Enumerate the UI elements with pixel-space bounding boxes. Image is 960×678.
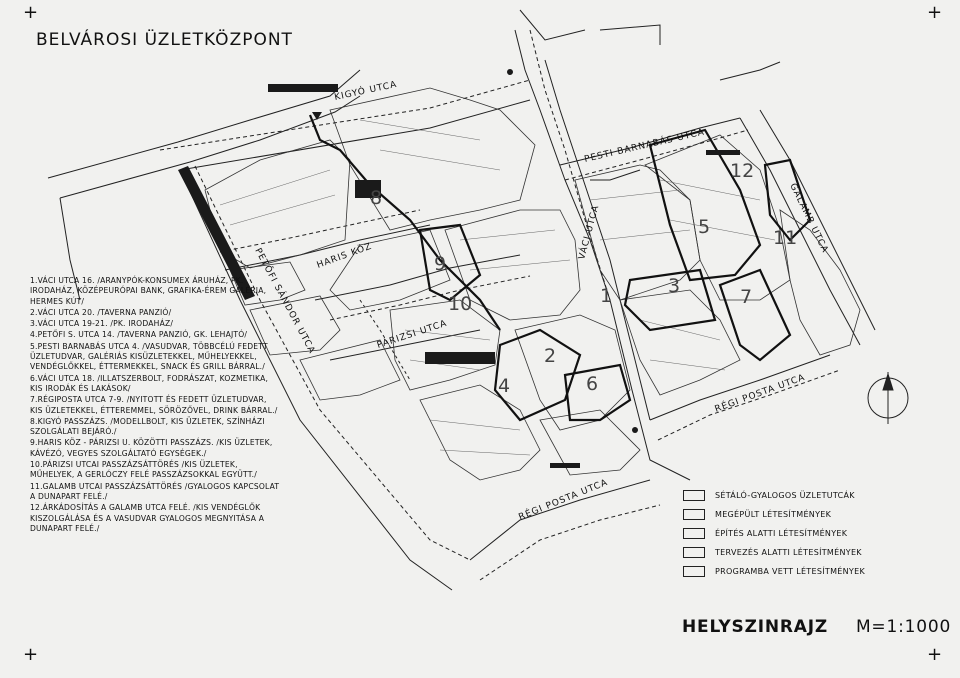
- plan-number-8: 8: [370, 187, 382, 209]
- key-label: MEGÉPÜLT LÉTESÍTMÉNYEK: [715, 510, 832, 519]
- project-outlines: [308, 114, 812, 422]
- street-pesti-barnabas: PESTI BARNABÁS UTCA: [583, 126, 706, 165]
- building-blocks: [204, 87, 861, 481]
- project-descriptions: 1.VÁCI UTCA 16. /ARANYPÓK-KONSUMEX ÁRUHÁ…: [30, 276, 280, 535]
- scale-label: HELYSZINRAJZ M=1:1000: [682, 617, 951, 637]
- key-row: TERVEZÉS ALATTI LÉTESÍTMÉNYEK: [683, 543, 865, 562]
- plan-number-1: 1: [600, 285, 612, 307]
- plan-number-3: 3: [668, 275, 680, 297]
- key-row: MEGÉPÜLT LÉTESÍTMÉNYEK: [683, 505, 865, 524]
- description-item: 4.PETŐFI S. UTCA 14. /TAVERNA PANZIÓ, GK…: [30, 330, 248, 340]
- key-label: SÉTÁLÓ-GYALOGOS ÜZLETUTCÁK: [715, 491, 855, 500]
- description-item: 6.VÁCI UTCA 18. /ILLATSZERBOLT, FODRÁSZA…: [30, 373, 269, 393]
- registration-mark-bottom-right: +: [927, 644, 943, 665]
- plan-number-7: 7: [740, 286, 752, 308]
- street-haris: HARIS KÖZ: [315, 241, 373, 271]
- key-row: SÉTÁLÓ-GYALOGOS ÜZLETUTCÁK: [683, 486, 865, 505]
- scale-title: HELYSZINRAJZ: [682, 617, 828, 637]
- description-item: 7.RÉGIPOSTA UTCA 7-9. /NYITOTT ÉS FEDETT…: [30, 395, 278, 415]
- key-swatch: [683, 490, 705, 501]
- description-item: 9.HARIS KÖZ - PÁRIZSI U. KÖZÖTTI PASSZÁZ…: [30, 438, 273, 458]
- plan-numbers: 1 2 3 4 5 6 7 8 9 10 11 12: [370, 160, 797, 397]
- plan-number-10: 10: [448, 293, 472, 315]
- key-row: PROGRAMBA VETT LÉTESÍTMÉNYEK: [683, 562, 865, 581]
- key-label: ÉPÍTÉS ALATTI LÉTESÍTMÉNYEK: [715, 529, 848, 538]
- map-key: SÉTÁLÓ-GYALOGOS ÜZLETUTCÁK MEGÉPÜLT LÉTE…: [683, 486, 865, 581]
- key-label: PROGRAMBA VETT LÉTESÍTMÉNYEK: [715, 567, 866, 576]
- description-item: 12.ÁRKÁDOSÍTÁS A GALAMB UTCA FELÉ. /KIS …: [30, 503, 265, 533]
- description-item: 8.KIGYÓ PASSZÁZS. /MODELLBOLT, KIS ÜZLET…: [30, 416, 265, 437]
- scale-value: M=1:1000: [855, 617, 952, 637]
- description-item: 10.PÁRIZSI UTCAI PASSZÁZSÁTTÖRÉS /KIS ÜZ…: [30, 460, 258, 480]
- registration-mark-top-right: +: [927, 2, 943, 23]
- description-item: 5.PESTI BARNABÁS UTCA 4. /VASUDVAR, TÖBB…: [30, 341, 268, 372]
- description-item: 11.GALAMB UTCAI PASSZÁZSÁTTÖRÉS /GYALOGO…: [30, 481, 280, 501]
- plan-title: BELVÁROSI ÜZLETKÖZPONT: [36, 30, 293, 50]
- plan-number-12: 12: [730, 160, 754, 182]
- building-hatching: [219, 119, 776, 456]
- key-swatch: [683, 509, 705, 520]
- plan-number-11: 11: [773, 227, 797, 249]
- street-regi-posta-bottom: RÉGI POSTA UTCA: [517, 476, 610, 523]
- registration-mark-top-left: +: [23, 2, 39, 23]
- north-arrow: [867, 372, 909, 424]
- plan-number-4: 4: [498, 375, 510, 397]
- description-item: 1.VÁCI UTCA 16. /ARANYPÓK-KONSUMEX ÁRUHÁ…: [30, 276, 267, 306]
- key-swatch: [683, 528, 705, 539]
- registration-mark-bottom-left: +: [23, 644, 39, 665]
- plan-number-6: 6: [586, 373, 598, 395]
- plan-number-5: 5: [698, 216, 710, 238]
- description-item: 2.VÁCI UTCA 20. /TAVERNA PANZIÓ/: [30, 307, 172, 317]
- key-row: ÉPÍTÉS ALATTI LÉTESÍTMÉNYEK: [683, 524, 865, 543]
- key-label: TERVEZÉS ALATTI LÉTESÍTMÉNYEK: [715, 548, 862, 557]
- key-swatch: [683, 547, 705, 558]
- street-vaci: VÁCI UTCA: [575, 203, 601, 261]
- street-kigyo: KIGYÓ UTCA: [333, 78, 398, 103]
- key-swatch: [683, 566, 705, 577]
- street-regi-posta-right: RÉGI POSTA UTCA: [713, 371, 807, 415]
- description-item: 3.VÁCI UTCA 19-21. /PK. IRODAHÁZ/: [30, 319, 174, 329]
- small-markers: [178, 69, 740, 468]
- plan-number-2: 2: [544, 345, 556, 367]
- plan-number-9: 9: [434, 253, 446, 275]
